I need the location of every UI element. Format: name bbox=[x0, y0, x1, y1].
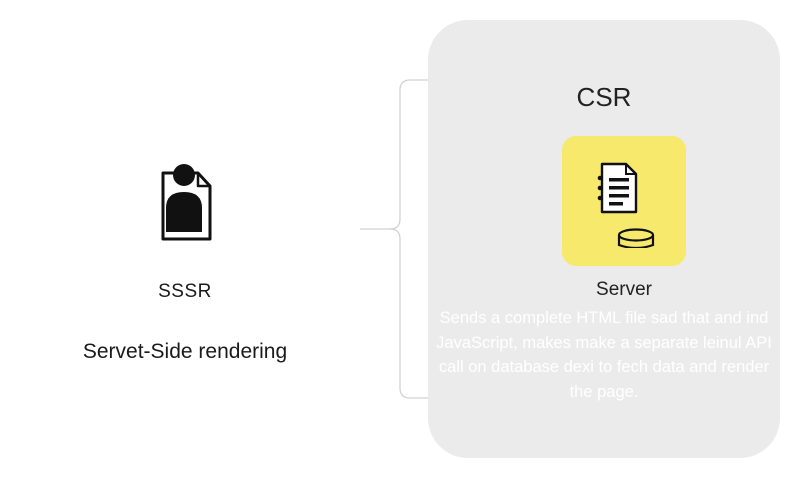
user-document-icon bbox=[157, 161, 213, 243]
server-icon-box bbox=[562, 136, 686, 266]
ssr-subtitle: Servet-Side rendering bbox=[82, 340, 288, 363]
csr-title: CSR bbox=[576, 82, 632, 112]
server-label: Server bbox=[596, 279, 652, 300]
csr-panel: CSR Server Sends a complete bbox=[428, 20, 780, 458]
ssr-title: SSSR bbox=[158, 281, 212, 302]
server-description: Sends a complete HTML file sad that and … bbox=[436, 309, 772, 401]
document-database-icon bbox=[592, 156, 672, 250]
